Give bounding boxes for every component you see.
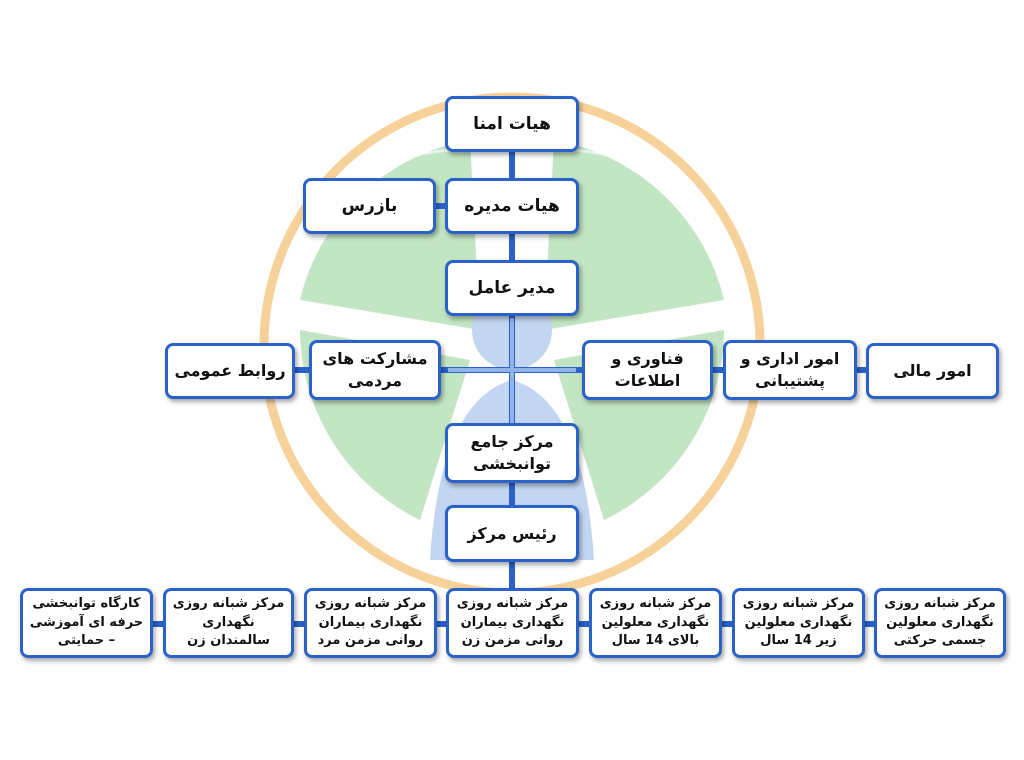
center-box-physical-disability: مرکز شبانه روزی نگهداری معلولین جسمی حرک… [874, 588, 1006, 658]
center-box-mental-men: مرکز شبانه روزی نگهداری بیماران روانی مز… [304, 588, 437, 658]
inspector-box: بازرس [303, 178, 436, 234]
board-of-trustees-box: هیات امنا [445, 96, 579, 152]
center-box-vocational-workshop: کارگاه توانبخشی حرفه ای آموزشی – حمایتی [20, 588, 153, 658]
center-box-elderly-women: مرکز شبانه روزی نگهداری سالمندان زن [163, 588, 294, 658]
center-head-box: رئیس مرکز [445, 505, 579, 562]
rehab-center-box: مرکز جامع توانبخشی [445, 423, 579, 483]
ceo-box: مدیر عامل [445, 260, 579, 316]
admin-support-box: امور اداری و پشتیبانی [723, 340, 857, 400]
center-box-over-14: مرکز شبانه روزی نگهداری معلولین بالای 14… [589, 588, 722, 658]
public-participation-box: مشارکت های مردمی [309, 340, 441, 400]
finance-box: امور مالی [866, 343, 999, 399]
center-box-under-14: مرکز شبانه روزی نگهداری معلولین زیر 14 س… [732, 588, 865, 658]
public-relations-box: روابط عمومی [165, 343, 295, 399]
it-box: فناوری و اطلاعات [582, 340, 713, 400]
center-box-mental-women: مرکز شبانه روزی نگهداری بیماران روانی مز… [446, 588, 579, 658]
board-of-directors-box: هیات مدیره [445, 178, 579, 234]
